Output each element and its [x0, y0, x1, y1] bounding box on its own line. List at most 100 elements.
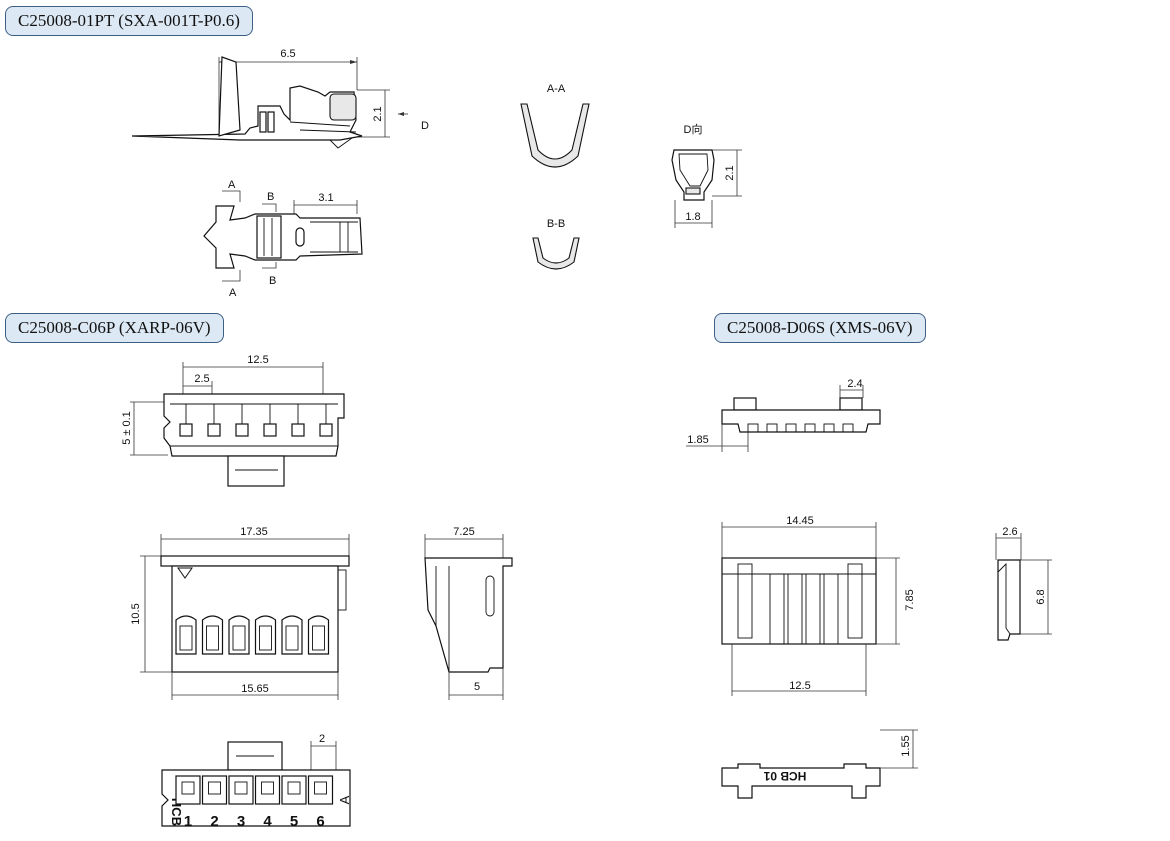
housing-pin-number: 2 — [210, 813, 218, 830]
housing-front-latch — [232, 625, 246, 651]
housing-front-cavities — [175, 615, 330, 655]
wafer-top-view: 2.4 1.85 — [686, 378, 881, 452]
housing-front-cavity — [228, 615, 250, 655]
housing-front-latch — [312, 625, 325, 651]
wafer-top-notch — [766, 423, 778, 433]
dim-wafer-height: 7.85 — [904, 589, 916, 610]
dim-wafer-top-left: 1.85 — [687, 434, 708, 446]
housing-front-cavity — [175, 615, 197, 655]
dim-housing-span: 12.5 — [247, 354, 268, 366]
dim-wafer-bottom: 12.5 — [789, 680, 810, 692]
section-title-housing: C25008-C06P (XARP-06V) — [5, 313, 224, 343]
wafer-bottom-marking: HCB 01 — [763, 769, 806, 783]
terminal-top-view: A A B B 3.1 — [203, 179, 363, 299]
terminal-side-view: 6.5 2.1 D — [131, 48, 429, 149]
housing-bottom-contact — [234, 781, 248, 795]
d-view-title: D向 — [684, 122, 703, 136]
wafer-top-notch — [842, 423, 854, 433]
dim-housing-height: 10.5 — [130, 603, 142, 624]
dim-terminal-length: 6.5 — [280, 48, 295, 60]
dim-wafer-side-top: 2.6 — [1002, 526, 1017, 538]
housing-bottom-contact — [261, 781, 274, 795]
housing-bottom-contact — [181, 781, 195, 795]
housing-bottom-cavity — [307, 775, 334, 805]
housing-pin-number: 3 — [237, 813, 245, 830]
wafer-front-slots — [769, 573, 839, 645]
housing-front-view: 17.35 10.5 15.65 — [130, 526, 350, 700]
housing-brand-text: HCB — [169, 798, 184, 826]
dim-d-height: 2.1 — [724, 165, 736, 180]
section-title-wafer: C25008-D06S (XMS-06V) — [714, 313, 926, 343]
wafer-top-notch — [747, 423, 759, 433]
wafer-top-notch — [804, 423, 816, 433]
housing-top-cavities — [179, 404, 333, 437]
wafer-front-slot — [769, 573, 785, 645]
housing-pin-number: 1 — [184, 813, 192, 830]
section-b-b: B-B — [532, 218, 580, 270]
housing-front-cavity — [201, 615, 224, 655]
housing-top-view: 12.5 2.5 5 ± 0.1 — [121, 354, 345, 487]
dim-d-width: 1.8 — [685, 211, 700, 223]
dim-housing-bottom-pitch: 2 — [319, 733, 325, 745]
dim-housing-width: 17.35 — [240, 526, 268, 538]
dim-housing-top-height: 5 ± 0.1 — [121, 411, 133, 445]
housing-side-view: 7.25 5 — [424, 526, 513, 700]
section-a-a: A-A — [520, 83, 590, 168]
housing-bottom-contact — [208, 781, 221, 795]
housing-bottom-cavity — [281, 775, 307, 805]
housing-pin-number: 4 — [263, 813, 272, 830]
dim-wafer-side-height: 6.8 — [1035, 589, 1047, 604]
dim-housing-side-bottom: 5 — [474, 681, 480, 693]
housing-bottom-cavity — [175, 775, 201, 805]
housing-pin-labels: 1 2 3 4 5 6 — [184, 813, 325, 830]
housing-front-latch — [206, 625, 219, 651]
dim-wafer-bottom-height: 1.55 — [900, 735, 912, 756]
wafer-front-slot — [805, 573, 821, 645]
housing-pin-number: 6 — [316, 813, 324, 830]
section-b-bottom: B — [269, 275, 276, 287]
view-d-marker: D — [421, 120, 429, 132]
housing-top-cavity — [263, 423, 277, 437]
housing-top-cavity — [319, 423, 333, 437]
housing-top-cavity — [291, 423, 305, 437]
housing-bottom-contact — [314, 781, 327, 795]
housing-front-latch — [285, 625, 299, 651]
dim-housing-side-top: 7.25 — [453, 526, 474, 538]
wafer-top-notch — [823, 423, 835, 433]
housing-bottom-mark: A — [337, 795, 352, 804]
dim-wafer-width: 14.45 — [786, 515, 814, 527]
housing-top-cavity — [235, 423, 249, 437]
section-a-top: A — [228, 179, 236, 191]
housing-top-cavity — [179, 423, 193, 437]
section-a-bottom: A — [229, 287, 237, 299]
section-title-terminal: C25008-01PT (SXA-001T-P0.6) — [5, 6, 253, 36]
housing-front-cavity — [307, 615, 330, 655]
dim-crimp-length: 3.1 — [318, 192, 333, 204]
wafer-top-notches — [747, 423, 854, 433]
wafer-side-view: 2.6 6.8 — [995, 526, 1052, 641]
section-aa-title: A-A — [547, 83, 566, 95]
wafer-top-notch — [785, 423, 797, 433]
wafer-front-slot — [787, 573, 803, 645]
section-b-top: B — [267, 191, 274, 203]
wafer-bottom-view: HCB 01 1.55 — [721, 729, 918, 799]
dim-wafer-top-small: 2.4 — [847, 378, 862, 390]
housing-front-cavity — [254, 615, 277, 655]
section-bb-title: B-B — [547, 218, 565, 230]
terminal-d-view: D向 2.1 1.8 — [671, 122, 742, 228]
housing-front-latch — [259, 625, 272, 651]
wafer-front-slot — [823, 573, 839, 645]
housing-bottom-cavity — [201, 775, 228, 805]
dim-terminal-height: 2.1 — [372, 106, 384, 121]
housing-bottom-cavity — [228, 775, 254, 805]
wafer-front-view: 14.45 7.85 12.5 — [721, 515, 916, 696]
housing-top-cavity — [207, 423, 221, 437]
housing-pin-number: 5 — [290, 813, 298, 830]
housing-bottom-contact — [287, 781, 301, 795]
dim-housing-pitch: 2.5 — [194, 373, 209, 385]
housing-front-latch — [179, 625, 193, 651]
housing-bottom-cavities — [175, 775, 334, 805]
housing-bottom-cavity — [254, 775, 281, 805]
housing-front-cavity — [281, 615, 303, 655]
